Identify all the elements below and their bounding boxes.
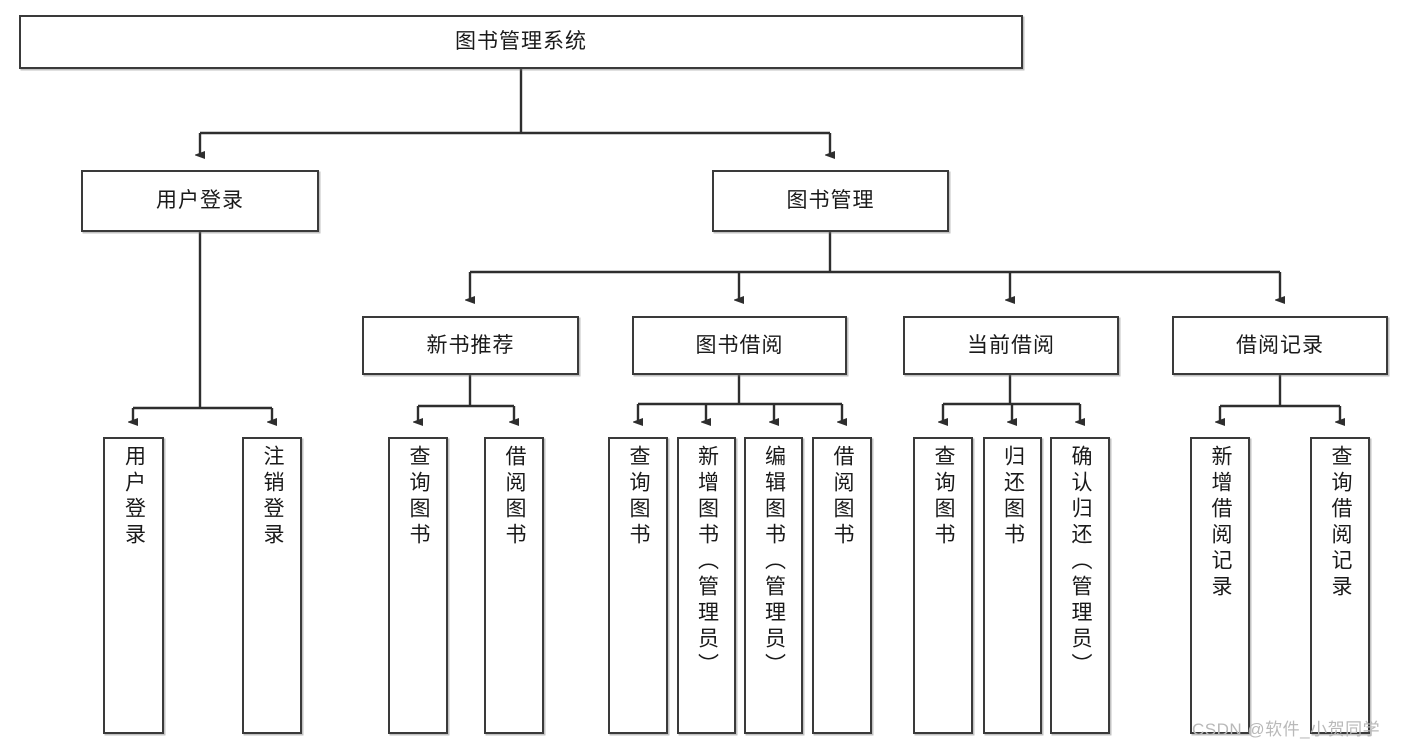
node-current-borrow[interactable]: 当前借阅 bbox=[903, 316, 1119, 375]
leaf-cb-query-book[interactable]: 查询图书 bbox=[913, 437, 973, 734]
node-book-management[interactable]: 图书管理 bbox=[712, 170, 949, 232]
leaf-nb-query-book-label: 查询图书 bbox=[407, 445, 431, 549]
leaf-nb-query-book[interactable]: 查询图书 bbox=[388, 437, 448, 734]
leaf-bo-borrow-book[interactable]: 借阅图书 bbox=[812, 437, 872, 734]
leaf-nb-borrow-book-label: 借阅图书 bbox=[503, 445, 527, 549]
leaf-br-query-record[interactable]: 查询借阅记录 bbox=[1310, 437, 1370, 734]
leaf-bo-add-book-admin[interactable]: 新增图书（管理员） bbox=[677, 437, 736, 734]
leaf-bo-borrow-book-label: 借阅图书 bbox=[831, 445, 855, 549]
node-borrow-records[interactable]: 借阅记录 bbox=[1172, 316, 1388, 375]
leaf-cb-confirm-return-admin-label: 确认归还（管理员） bbox=[1069, 445, 1093, 679]
node-book-borrow-label: 图书借阅 bbox=[695, 333, 784, 357]
node-book-borrow[interactable]: 图书借阅 bbox=[632, 316, 847, 375]
leaf-bo-edit-book-admin-label: 编辑图书（管理员） bbox=[762, 445, 786, 679]
csdn-watermark: CSDN @软件_小贺同学 bbox=[1192, 720, 1381, 739]
leaf-user-login[interactable]: 用户登录 bbox=[103, 437, 164, 734]
leaf-br-query-record-label: 查询借阅记录 bbox=[1329, 445, 1353, 601]
node-new-book-recommend[interactable]: 新书推荐 bbox=[362, 316, 579, 375]
leaf-bo-edit-book-admin[interactable]: 编辑图书（管理员） bbox=[744, 437, 803, 734]
node-root[interactable]: 图书管理系统 bbox=[19, 15, 1023, 69]
leaf-bo-query-book-label: 查询图书 bbox=[627, 445, 651, 549]
leaf-br-add-record[interactable]: 新增借阅记录 bbox=[1190, 437, 1250, 734]
leaf-cb-return-book[interactable]: 归还图书 bbox=[983, 437, 1042, 734]
leaf-user-login-label: 用户登录 bbox=[122, 445, 146, 549]
node-user-login[interactable]: 用户登录 bbox=[81, 170, 319, 232]
leaf-cb-confirm-return-admin[interactable]: 确认归还（管理员） bbox=[1050, 437, 1110, 734]
node-new-book-recommend-label: 新书推荐 bbox=[426, 333, 515, 357]
leaf-bo-add-book-admin-label: 新增图书（管理员） bbox=[695, 445, 719, 679]
node-user-login-label: 用户登录 bbox=[156, 189, 244, 213]
node-root-label: 图书管理系统 bbox=[455, 30, 587, 54]
node-borrow-records-label: 借阅记录 bbox=[1236, 333, 1324, 357]
leaf-cb-query-book-label: 查询图书 bbox=[932, 445, 956, 549]
leaf-br-add-record-label: 新增借阅记录 bbox=[1209, 445, 1233, 601]
node-book-management-label: 图书管理 bbox=[786, 189, 875, 213]
leaf-user-logout-label: 注销登录 bbox=[261, 445, 285, 549]
node-current-borrow-label: 当前借阅 bbox=[967, 333, 1055, 357]
leaf-nb-borrow-book[interactable]: 借阅图书 bbox=[484, 437, 544, 734]
leaf-user-logout[interactable]: 注销登录 bbox=[242, 437, 302, 734]
leaf-bo-query-book[interactable]: 查询图书 bbox=[608, 437, 668, 734]
leaf-cb-return-book-label: 归还图书 bbox=[1001, 445, 1025, 549]
